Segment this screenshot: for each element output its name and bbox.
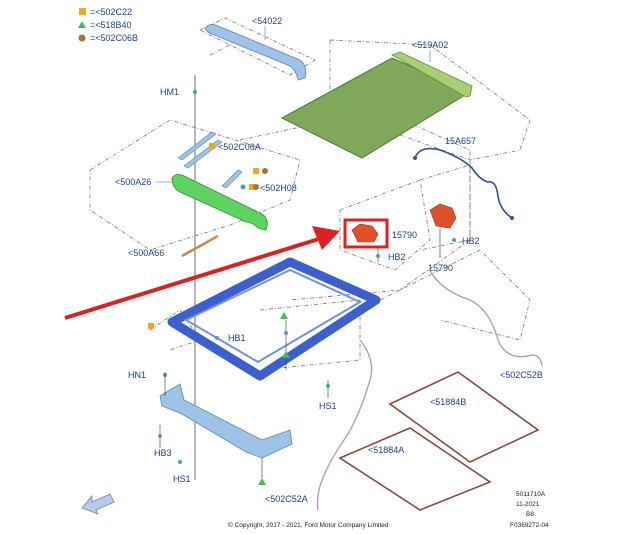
- harness-15A657: 15A657: [413, 136, 514, 220]
- ref-4: F0369272-04: [510, 522, 549, 529]
- motor-15790: HB2 15790: [428, 203, 480, 273]
- label-502C06A: <502C06A: [218, 142, 261, 152]
- drain-hoses: <502C52B <502C52A: [265, 269, 543, 511]
- highlight-box: [343, 218, 389, 249]
- legend-item-3: =<502C06B: [90, 33, 138, 43]
- label-15790-a: 15790: [392, 230, 417, 240]
- footer: © Copyright, 2017 - 2021, Ford Motor Com…: [228, 491, 549, 529]
- label-hm1: HM1: [160, 87, 179, 97]
- front-direction-arrow-icon: [81, 493, 115, 515]
- label-hb2-b: HB2: [462, 236, 480, 246]
- callout-arrow: [64, 226, 340, 320]
- rail-502C06A: <502C06A: [177, 131, 261, 169]
- glass-panel-519A02: <519A02: [280, 40, 473, 159]
- drain-500A66: <500A66: [128, 234, 219, 258]
- label-15A657: 15A657: [445, 136, 476, 146]
- wind-deflector-54022: <54022: [204, 16, 307, 81]
- ref-1: 5011710A: [516, 491, 546, 498]
- legend-square-icon: [79, 8, 86, 15]
- label-hb1: HB1: [228, 333, 246, 343]
- label-500A66: <500A66: [128, 248, 164, 258]
- label-500A26: <500A26: [115, 177, 151, 187]
- motor-15790-highlighted: 15790 HB2: [343, 218, 417, 262]
- copyright-text: © Copyright, 2017 - 2021, Ford Motor Com…: [228, 521, 389, 529]
- label-502C52A: <502C52A: [265, 494, 308, 504]
- label-51884A: <51884A: [368, 445, 404, 455]
- label-502H08: <502H08: [260, 183, 297, 193]
- ref-3: B8: [526, 511, 534, 518]
- hs1-mid: HS1: [319, 380, 337, 411]
- ref-2: 11-2021: [516, 501, 540, 508]
- label-502C52B: <502C52B: [500, 370, 543, 380]
- legend-item-1: =<502C22: [90, 7, 132, 17]
- legend-circle-icon: [78, 34, 86, 42]
- label-15790-b: 15790: [428, 263, 453, 273]
- label-51884B: <51884B: [430, 397, 466, 407]
- label-hb3: HB3: [154, 448, 172, 458]
- bracket-502H08: <502H08: [221, 168, 297, 193]
- label-hb2-a: HB2: [388, 252, 406, 262]
- label-hn1: HN1: [128, 370, 146, 380]
- label-hs1-b: HS1: [173, 474, 191, 484]
- legend-item-2: =<518B40: [90, 20, 132, 30]
- label-54022: <54022: [252, 16, 282, 26]
- label-hs1-a: HS1: [319, 401, 337, 411]
- sunroof-frame: HB1: [148, 257, 381, 381]
- legend: =<502C22 =<518B40 =<502C06B: [78, 7, 138, 43]
- label-519A02: <519A02: [412, 40, 448, 50]
- seals-51884: <51884B <51884A: [338, 371, 540, 511]
- lower-frame: HN1 HB3 HS1: [128, 370, 293, 485]
- deflector-500A26: <500A26: [115, 174, 268, 231]
- legend-triangle-icon: [78, 21, 86, 28]
- outline-envelopes: [89, 17, 531, 371]
